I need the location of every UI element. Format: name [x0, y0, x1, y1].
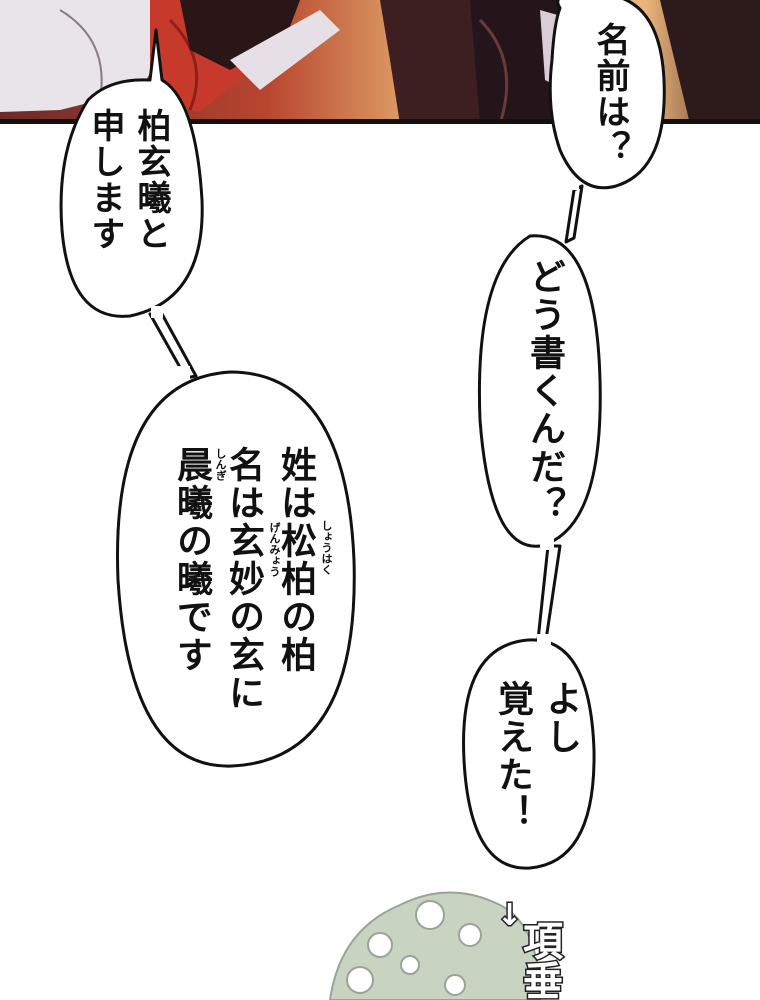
bubble-text-got-it: よし 覚えた！ [492, 680, 581, 832]
bubble-text-name-question: 名前は？ [590, 22, 630, 166]
bubble-name-question [548, 0, 666, 190]
ruby-genmyou: げんみょう [268, 522, 281, 577]
ruby-shingi: しんぎ [214, 448, 227, 481]
ruby-shouhaku: しょうはく [320, 520, 333, 575]
bubble-text-how-write: どう書くんだ？ [524, 258, 565, 524]
bubble-text-explanation: 姓は松柏の柏 名は玄妙の玄に 晨曦の曦です [171, 446, 316, 712]
bubble-self-intro [59, 28, 204, 318]
bubble-explanation [116, 370, 356, 768]
bush-illustration [328, 891, 542, 1000]
bubble-got-it [462, 638, 596, 870]
bubble-text-self-intro: 柏玄曦と 申します [85, 108, 171, 252]
sfx-arrow-icon: ↓ [491, 897, 529, 935]
sfx-text: 項垂 [515, 919, 564, 1000]
